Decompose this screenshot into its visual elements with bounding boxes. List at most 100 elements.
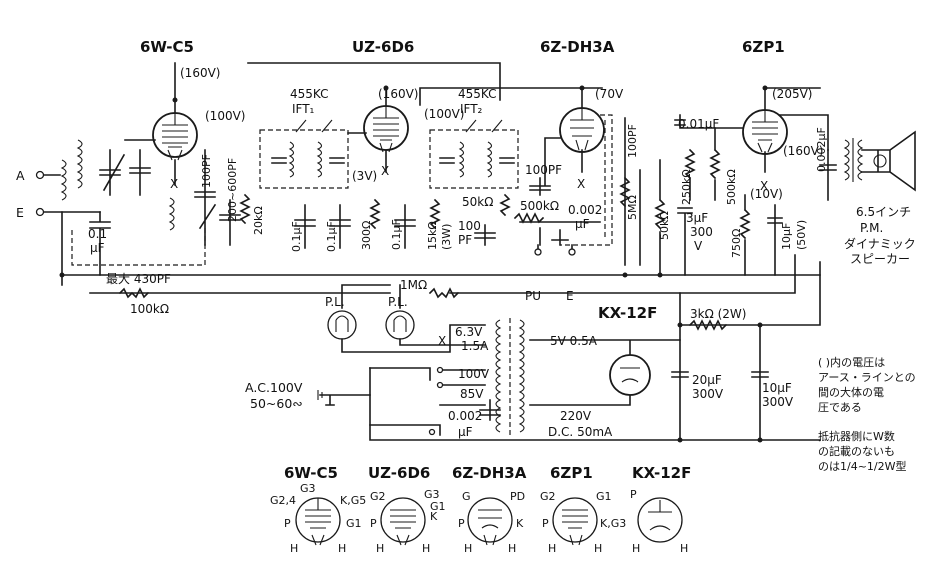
note-line-3: 間の大体の電 — [818, 385, 884, 399]
base-kx12f — [637, 497, 683, 543]
antenna-wire — [43, 174, 101, 213]
cap-01-d: 0.1μF — [390, 219, 403, 250]
output-transformer — [819, 149, 837, 201]
antenna-label-e: E — [16, 205, 24, 220]
ac-cord — [319, 367, 441, 436]
cap-0002-unit: μF — [575, 217, 590, 231]
c3uf — [677, 207, 693, 276]
supply-line — [419, 87, 603, 106]
tube-6zp1-x: X — [760, 179, 768, 193]
base-6zp1 — [552, 497, 598, 546]
res-250k: 250kΩ — [680, 169, 693, 205]
max-430pf: 最大 430PF — [106, 272, 171, 286]
pin-kx12f-p: P — [630, 488, 637, 501]
out-cathode — [739, 194, 783, 276]
label-e: E — [566, 289, 574, 303]
tuning-cap-2 — [129, 149, 151, 196]
cap-100pf-4: 100PF — [626, 124, 639, 158]
speaker-plug-icon — [873, 154, 887, 168]
note-line-2: アース・ラインとの — [818, 371, 916, 384]
pin-6zp1-h2: H — [594, 542, 602, 555]
tube-label-kx12f: KX-12F — [598, 304, 657, 322]
speaker-type: P.M. — [860, 221, 883, 235]
cap-10uf-volt: (50V) — [795, 220, 808, 250]
r250k — [684, 148, 696, 201]
cap-3uf-volt: 300 — [690, 225, 713, 239]
osc-coil-1 — [76, 139, 83, 189]
cap-20uf: 20μF — [692, 373, 722, 387]
voltage-taps — [439, 369, 501, 421]
tube-kx12f — [609, 354, 651, 396]
pin-6zdh3a-g: G — [462, 490, 471, 503]
power-transformer-secondary — [518, 319, 525, 433]
pin-6zp1-p: P — [542, 517, 549, 530]
tuning-cap-1 — [99, 149, 126, 196]
tube-uz6d6-leads — [347, 87, 387, 173]
tube-label-6wc5: 6W-C5 — [140, 38, 194, 56]
base-6zdh3a — [467, 497, 513, 546]
heater-lines — [341, 324, 486, 353]
ift2-freq: 455KC — [458, 87, 497, 101]
ac-plug-icon — [317, 390, 323, 400]
note-line-7: のは1/4~1/2W型 — [818, 459, 907, 473]
speaker-size: 6.5インチ — [856, 205, 911, 219]
note-line-4: 圧である — [818, 401, 862, 414]
volume-pot — [513, 212, 545, 246]
cap-100pf: 100PF — [200, 154, 213, 188]
voltage-uz6d6-plate: (160V) — [378, 87, 418, 101]
tube-6zp1-elements — [752, 110, 778, 153]
cap-0002-power: 0.002 — [448, 409, 482, 423]
voltage-uz6d6-screen: (100V) — [424, 107, 464, 121]
speaker-kind: ダイナミック — [844, 236, 916, 251]
filament-line — [341, 284, 401, 309]
hv-secondary: 220V — [560, 409, 592, 423]
base-uz6d6 — [380, 497, 426, 546]
ift2-caps — [439, 157, 515, 164]
pilot-lamp-filaments — [335, 315, 407, 332]
tube-uz6d6-elements — [373, 106, 399, 153]
ift1-name: IFT₁ — [292, 102, 315, 116]
osc-resistor — [239, 193, 251, 225]
tube-6wc5-x: X — [170, 177, 178, 191]
base-label-6zp1: 6ZP1 — [550, 464, 593, 482]
voltage-6zp1-screen: (160V) — [783, 144, 823, 158]
pin-6zp1-g2: G2 — [540, 490, 556, 503]
ift1-freq: 455KC — [290, 87, 329, 101]
ift1-arrows — [295, 119, 333, 133]
pin-uz6d6-k: K — [430, 510, 438, 523]
cap-0002: 0.002 — [568, 203, 602, 217]
avc-line — [89, 254, 796, 294]
tube-label-6zdh3a: 6Z-DH3A — [540, 38, 615, 56]
b-plus-line — [174, 62, 501, 101]
note-line-1: ( )内の電圧は — [818, 355, 885, 369]
pin-6zp1-g1: G1 — [596, 490, 612, 503]
res-500k-2: 500kΩ — [725, 169, 738, 205]
ift1-can — [259, 129, 349, 189]
cap-0002b: 0.002μF — [815, 127, 828, 172]
cap-100pf-2-value: 100 — [458, 219, 481, 233]
ift1-caps — [271, 157, 345, 164]
pilot-lamp-1 — [327, 310, 357, 340]
res-500k: 500kΩ — [520, 199, 559, 213]
speaker-icon — [861, 130, 916, 192]
speaker-name: スピーカー — [850, 252, 910, 266]
tap-100v — [436, 366, 444, 374]
coupling-caps — [624, 114, 746, 266]
pin-6zdh3a-h2: H — [508, 542, 516, 555]
pin-kx12f-h1: H — [632, 542, 640, 555]
pilot-lamp-2 — [385, 310, 415, 340]
base-label-uz6d6: UZ-6D6 — [368, 464, 430, 482]
r3k — [688, 319, 728, 331]
tap-85v — [436, 381, 444, 389]
cap-10uf-2: 10μF — [762, 381, 792, 395]
cap-10uf: 10μF — [780, 223, 793, 250]
base-label-6zdh3a: 6Z-DH3A — [452, 464, 527, 482]
tap-85v-label: 85V — [460, 387, 484, 401]
note-line-5: 抵抗器側にW数 — [818, 429, 895, 443]
ac-voltage: A.C.100V — [245, 380, 303, 395]
osc-caps — [194, 149, 241, 246]
heater-x: X — [438, 334, 446, 348]
rect-heater: 5V 0.5A — [550, 334, 598, 348]
pin-6wc5-h1: H — [290, 542, 298, 555]
